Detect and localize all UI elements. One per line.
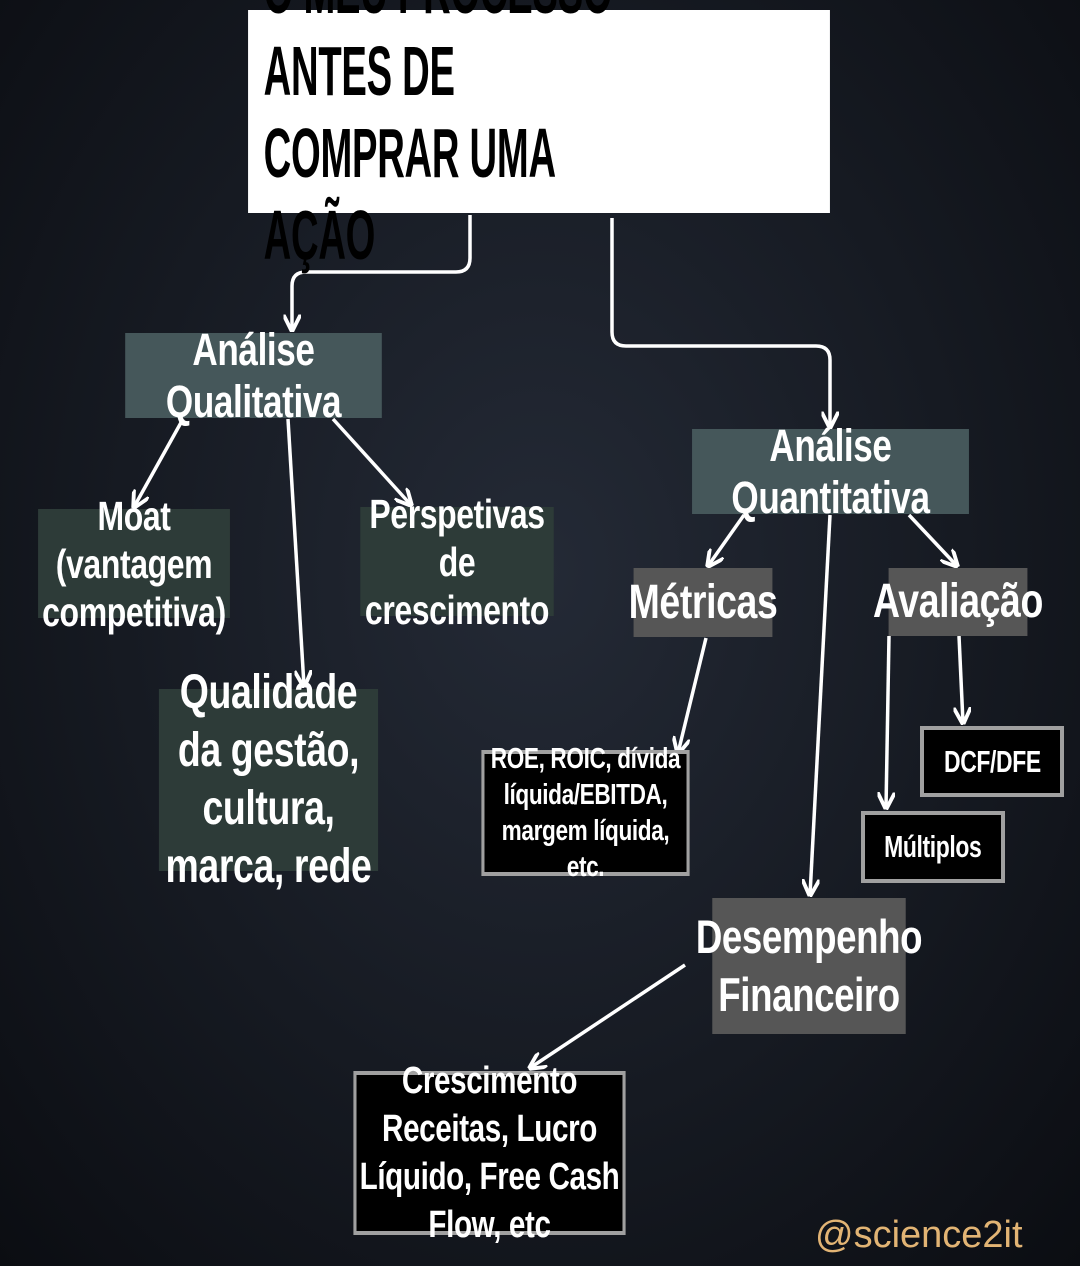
node-dcf-dfe: DCF/DFE [920, 726, 1064, 797]
arrow-quantitativa-to-desempenho [810, 514, 832, 895]
arrow-title-to-quantitativa [610, 218, 830, 427]
arrow-desempenho-to-crescimento [530, 963, 686, 1068]
arrow-qualitativa-to-moat [134, 418, 185, 507]
node-moat: Moat (vantagem competitiva) [38, 493, 230, 635]
node-avaliacao: Avaliação [873, 568, 1043, 636]
node-desempenho-financeiro: Desempenho Financeiro [696, 898, 923, 1034]
node-qualidade-gestao: Qualidade da gestão, cultura, marca, red… [158, 666, 379, 893]
arrow-qualitativa-to-gestao [286, 418, 304, 686]
node-crescimento: Crescimento Receitas, Lucro Líquido, Fre… [353, 1060, 626, 1246]
arrow-title-to-qualitativa [292, 215, 472, 330]
author-handle: @science2it [815, 1214, 1023, 1256]
arrow-metricas-to-ratios [678, 637, 708, 753]
node-analise-quantitativa: Análise Quantitativa [692, 420, 969, 523]
arrow-avaliacao-to-dcf [959, 635, 963, 723]
arrow-qualitativa-to-perspetivas [331, 417, 411, 505]
node-analise-qualitativa: Análise Qualitativa [125, 324, 382, 427]
node-ratios: ROE, ROIC, dívida líquida/EBITDA, margem… [481, 743, 690, 883]
arrow-quantitativa-to-metricas [708, 513, 746, 566]
node-multiplos: Múltiplos [861, 811, 1005, 883]
arrow-quantitativa-to-avaliacao [907, 513, 957, 566]
node-metricas: Métricas [629, 568, 778, 637]
arrow-avaliacao-to-multiplos [886, 635, 889, 808]
page-title: O MEU PROCESSO ANTES DE COMPRAR UMA AÇÃO [248, 0, 830, 274]
node-perspetivas: Perspetivas de crescimento [360, 491, 554, 633]
